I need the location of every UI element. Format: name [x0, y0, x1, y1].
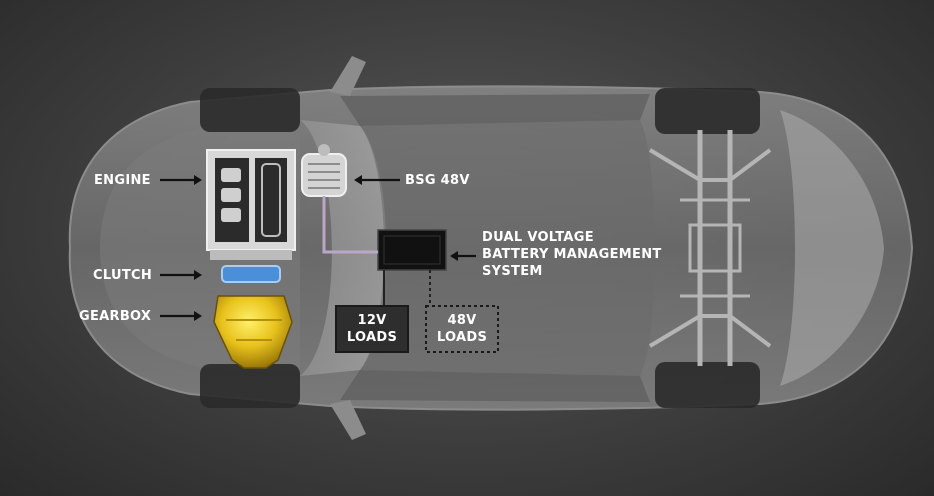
engine-block	[206, 149, 296, 260]
wire-48v	[322, 196, 378, 254]
bms-label: DUAL VOLTAGE BATTERY MANAGEMENT SYSTEM	[482, 229, 662, 280]
loads-12v-line1: 12V	[357, 313, 387, 328]
engine-label: ENGINE	[94, 173, 151, 188]
clutch-label: CLUTCH	[93, 268, 153, 283]
loads-48v-label: 48V LOADS	[426, 312, 498, 346]
bms-label-line1: DUAL VOLTAGE	[482, 230, 594, 245]
bsg-label: BSG 48V	[405, 173, 470, 188]
loads-48v-line1: 48V	[447, 313, 477, 328]
rear-suspension	[648, 130, 772, 366]
loads-12v-box	[335, 305, 409, 353]
bms-label-line2: BATTERY MANAGEMENT	[482, 247, 662, 262]
right-mirror	[330, 400, 366, 440]
loads-12v-label: 12V LOADS	[336, 312, 408, 346]
gearbox-label: GEARBOX	[79, 309, 152, 324]
loads-48v-line2: LOADS	[436, 330, 488, 345]
gearbox-unit	[213, 295, 293, 369]
clutch-unit	[221, 265, 281, 283]
loads-48v-box	[425, 305, 499, 353]
bms-unit	[377, 229, 447, 271]
left-mirror	[330, 56, 366, 96]
bms-label-line3: SYSTEM	[482, 264, 543, 279]
label-arrows	[160, 175, 476, 321]
bsg-unit	[301, 144, 347, 197]
wheels	[200, 88, 760, 408]
loads-12v-line2: LOADS	[346, 330, 398, 345]
